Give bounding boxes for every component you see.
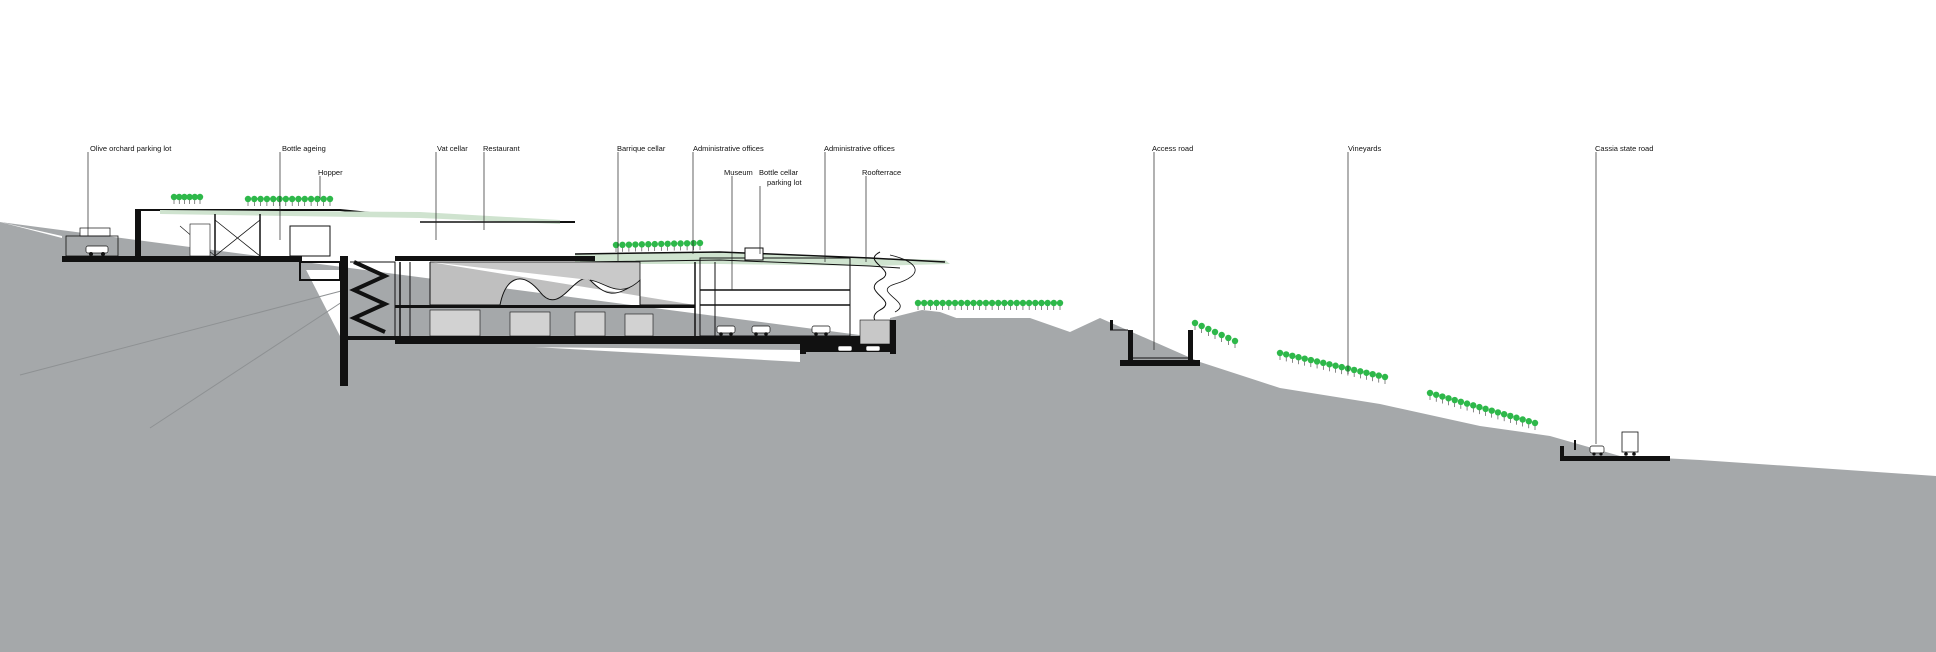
parked-car-2-icon [751, 325, 771, 336]
access-road-cut [1110, 320, 1200, 366]
car-icon [85, 245, 109, 256]
vineyard-row-3-icon [1276, 349, 1389, 384]
label-roof-terrace: Roofterrace [862, 168, 901, 177]
state-road-car-icon [1589, 445, 1605, 456]
label-restaurant: Restaurant [483, 144, 521, 153]
parked-car-3-icon [811, 325, 831, 336]
label-olive-orchard-parking-lot: Olive orchard parking lot [90, 144, 172, 153]
state-road [1560, 431, 1670, 461]
green-roof-main [160, 210, 560, 224]
label-barrique-cellar: Barrique cellar [617, 144, 666, 153]
roof-trees-bottle-ageing-icon [244, 195, 334, 206]
label-vat-cellar: Vat cellar [437, 144, 468, 153]
label-administrative-offices-2: Administrative offices [824, 144, 895, 153]
ground-terrain [0, 222, 1936, 652]
hidden-line-2 [149, 299, 346, 429]
annotation-labels: Olive orchard parking lot Bottle ageing … [90, 144, 1653, 187]
label-bottle-cellar: Bottle cellar [759, 168, 799, 177]
truck-icon [1621, 431, 1639, 456]
label-bottle-ageing: Bottle ageing [282, 144, 326, 153]
label-administrative-offices-1: Administrative offices [693, 144, 764, 153]
label-vineyards: Vineyards [1348, 144, 1381, 153]
leader-lines [87, 152, 1597, 444]
label-cassia-state-road: Cassia state road [1595, 144, 1653, 153]
roof-trees-left-icon [170, 193, 204, 204]
vineyard-row-4-icon [1426, 389, 1539, 430]
vineyard-row-1-icon [914, 299, 1064, 310]
vineyard-row-2-icon [1191, 319, 1239, 348]
cellar-structure [340, 247, 916, 386]
roof-trees-barrique-icon [612, 239, 704, 252]
parked-car-5-icon [865, 345, 881, 352]
parked-car-1-icon [716, 325, 736, 336]
label-hopper: Hopper [318, 168, 343, 177]
vegetation-group [170, 193, 1539, 430]
label-access-road: Access road [1152, 144, 1193, 153]
label-parking-lot: parking lot [767, 178, 803, 187]
parked-car-4-icon [837, 345, 853, 352]
label-museum: Museum [724, 168, 753, 177]
hidden-line-1 [19, 289, 346, 376]
vault-waves [429, 262, 695, 306]
